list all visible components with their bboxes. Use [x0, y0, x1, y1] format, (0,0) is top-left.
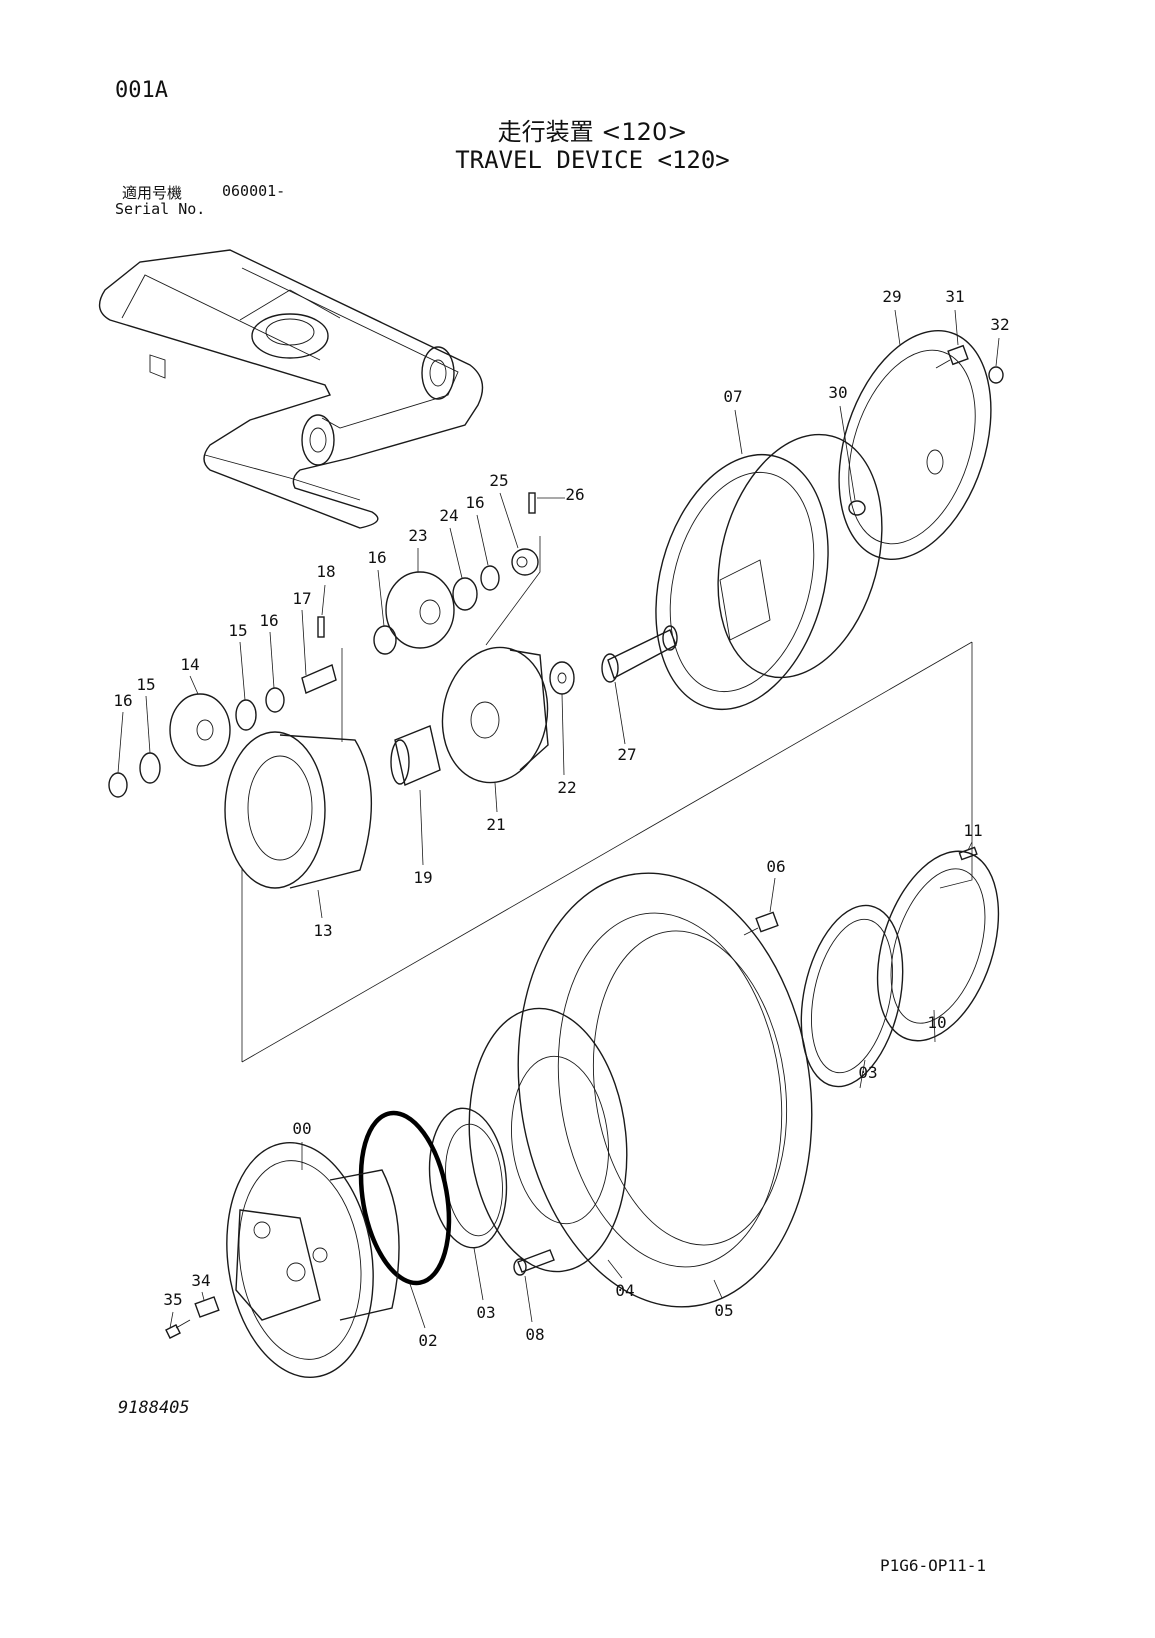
part-04-spacer — [468, 1007, 628, 1273]
part-27-shaft — [601, 625, 678, 683]
part-24-bearing — [452, 577, 478, 611]
callout-16-d: 16 — [113, 691, 132, 710]
callout-labels: 29 31 32 07 30 25 26 16 24 23 16 18 17 1… — [113, 287, 1009, 1350]
part-22-washer — [549, 661, 575, 695]
part-08-bolt — [513, 1249, 555, 1276]
callout-05: 05 — [714, 1301, 733, 1320]
part-16-thrust-washer-a — [480, 565, 500, 591]
callout-16-c: 16 — [259, 611, 278, 630]
callout-18: 18 — [316, 562, 335, 581]
callout-leader-lines — [117, 309, 1000, 1329]
part-21-carrier — [441, 646, 549, 784]
part-14-gear — [169, 693, 231, 767]
callout-10: 10 — [927, 1013, 946, 1032]
page-code: 001A — [115, 78, 168, 103]
callout-03-a: 03 — [858, 1063, 877, 1082]
callout-03-b: 03 — [476, 1303, 495, 1322]
part-31-bolt — [935, 344, 969, 369]
callout-21: 21 — [486, 815, 505, 834]
callout-24: 24 — [439, 506, 458, 525]
callout-19: 19 — [413, 868, 432, 887]
part-23-gear — [385, 571, 455, 649]
callout-23: 23 — [408, 526, 427, 545]
part-06-bolt — [743, 911, 779, 936]
callout-35: 35 — [163, 1290, 182, 1309]
serial-number-value: 060001- — [222, 182, 286, 200]
part-03-floating-seal-a — [800, 904, 904, 1088]
part-02-o-ring — [358, 1110, 452, 1286]
part-07-housing — [655, 433, 883, 711]
part-15-bearing-a — [235, 699, 257, 731]
page-reference: P1G6-OP11-1 — [880, 1556, 986, 1575]
callout-29: 29 — [882, 287, 901, 306]
callout-16-b: 16 — [367, 548, 386, 567]
callout-15-a: 15 — [228, 621, 247, 640]
part-05-sprocket — [517, 872, 813, 1308]
callout-31: 31 — [945, 287, 964, 306]
callout-04: 04 — [615, 1281, 634, 1300]
part-03-floating-seal-b — [428, 1107, 508, 1249]
callout-08: 08 — [525, 1325, 544, 1344]
part-17-pin — [301, 664, 337, 694]
part-15-bearing-b — [139, 752, 161, 784]
track-frame-illustration — [98, 249, 484, 529]
drawing-number: 9188405 — [118, 1398, 190, 1418]
callout-15-b: 15 — [136, 675, 155, 694]
callout-14: 14 — [180, 655, 199, 674]
part-13-ring-gear — [224, 731, 372, 889]
serial-label-english: Serial No. — [115, 200, 206, 218]
part-25-pin — [511, 548, 539, 576]
part-11-spring-pin — [958, 846, 978, 861]
page-title-english: TRAVEL DEVICE <120> — [455, 146, 730, 174]
part-16-thrust-washer-b — [373, 625, 397, 655]
callout-26: 26 — [565, 485, 584, 504]
callout-07: 07 — [723, 387, 742, 406]
callout-17: 17 — [292, 589, 311, 608]
part-32-plug — [988, 366, 1004, 384]
part-10-cover — [876, 850, 1000, 1042]
callout-06: 06 — [766, 857, 785, 876]
part-26-spring-pin — [528, 492, 536, 514]
callout-32: 32 — [990, 315, 1009, 334]
callout-13: 13 — [313, 921, 332, 940]
callout-02: 02 — [418, 1331, 437, 1350]
callout-22: 22 — [557, 778, 576, 797]
part-34-gasket — [194, 1296, 220, 1318]
callout-34: 34 — [191, 1271, 210, 1290]
part-16-thrust-washer-d — [108, 772, 128, 798]
part-16-thrust-washer-c — [265, 687, 285, 713]
part-35-bolt — [165, 1319, 191, 1339]
callout-00: 00 — [292, 1119, 311, 1138]
assembly-guide-lines — [241, 536, 973, 1063]
callout-27: 27 — [617, 745, 636, 764]
part-29-cover-plate — [838, 330, 992, 560]
part-18-spring-pin — [317, 616, 325, 638]
callout-30: 30 — [828, 383, 847, 402]
callout-16-a: 16 — [465, 493, 484, 512]
callout-25: 25 — [489, 471, 508, 490]
part-19-sun-gear — [390, 725, 441, 786]
part-00-travel-motor — [226, 1142, 400, 1378]
part-30-plug — [848, 500, 866, 516]
callout-11: 11 — [963, 821, 982, 840]
page-title-japanese: 走行装置 <120> — [497, 118, 688, 146]
serial-label-japanese: 適用号機 — [122, 184, 183, 202]
